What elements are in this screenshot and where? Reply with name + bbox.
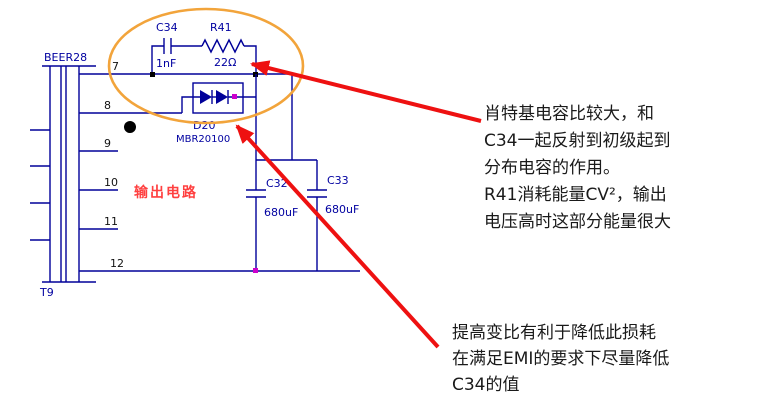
diode-box <box>192 82 244 114</box>
output-caps: C32 680uF C33 680uF <box>246 74 359 273</box>
c34-label: C34 <box>156 21 178 34</box>
c34-value: 1nF <box>156 57 176 70</box>
snubber-right-riser <box>244 45 257 74</box>
pin-10-label: 10 <box>104 176 118 189</box>
diode-triangle-2 <box>216 90 228 104</box>
d20-label: D20 <box>193 119 215 132</box>
annotation-bottom-line-3: C34的值 <box>452 375 520 395</box>
annotation-bottom-line-2: 在满足EMI的要求下尽量降低 <box>452 349 670 369</box>
transformer-left-taps <box>30 129 50 241</box>
pin-11-label: 11 <box>104 215 118 228</box>
transformer-part-label: BEER28 <box>44 51 87 64</box>
junction-dot-bottom-rail <box>253 268 258 273</box>
output-circuit-label: 输出电路 <box>134 184 198 201</box>
transformer-ref-label: T9 <box>39 286 54 299</box>
annotation-top-line-3: 分布电容的作用。 <box>484 158 620 178</box>
pin-7-label: 7 <box>112 60 119 73</box>
d20-value: MBR20100 <box>176 134 230 145</box>
arrow-to-snubber <box>250 60 482 123</box>
annotation-bottom-line-1: 提高变比有利于降低此损耗 <box>452 323 656 343</box>
r41-value: 22Ω <box>214 56 236 69</box>
polarity-dot <box>124 121 136 133</box>
pin-12-label: 12 <box>110 257 124 270</box>
diode-anode-lead <box>181 96 200 113</box>
pin-numbers: 7 8 9 10 11 12 <box>104 60 124 270</box>
snubber-left-riser <box>151 45 164 74</box>
snubber-c34-r41: C34 1nF R41 22Ω <box>150 21 258 77</box>
annotation-top-line-2: C34一起反射到初级起到 <box>484 131 671 151</box>
pin-8-label: 8 <box>104 99 111 112</box>
annotation-top-line-5: 电压高时这部分能量很大 <box>484 212 671 232</box>
c32-value: 680uF <box>264 206 298 219</box>
c33-label: C33 <box>327 174 349 187</box>
c32-label: C32 <box>266 177 288 190</box>
r41-label: R41 <box>210 21 232 34</box>
pin-9-label: 9 <box>104 137 111 150</box>
highlight-ellipse <box>107 7 305 125</box>
transformer: BEER28 T9 <box>30 51 136 299</box>
annotation-top-line-1: 肖特基电容比较大，和 <box>484 104 654 124</box>
junction-dot-left <box>150 72 155 77</box>
diode-triangle-1 <box>200 90 212 104</box>
pin-wires <box>79 73 360 272</box>
junction-dot-cathode <box>232 94 237 99</box>
arrow-to-diode <box>235 124 440 349</box>
annotation-top-line-4: R41消耗能量CV²，输出 <box>484 185 667 205</box>
c33-value: 680uF <box>325 203 359 216</box>
annotation-bottom: 提高变比有利于降低此损耗 在满足EMI的要求下尽量降低 C34的值 <box>452 320 669 398</box>
annotation-top: 肖特基电容比较大，和 C34一起反射到初级起到 分布电容的作用。 R41消耗能量… <box>484 101 671 236</box>
r41-resistor-zigzag <box>201 38 245 54</box>
